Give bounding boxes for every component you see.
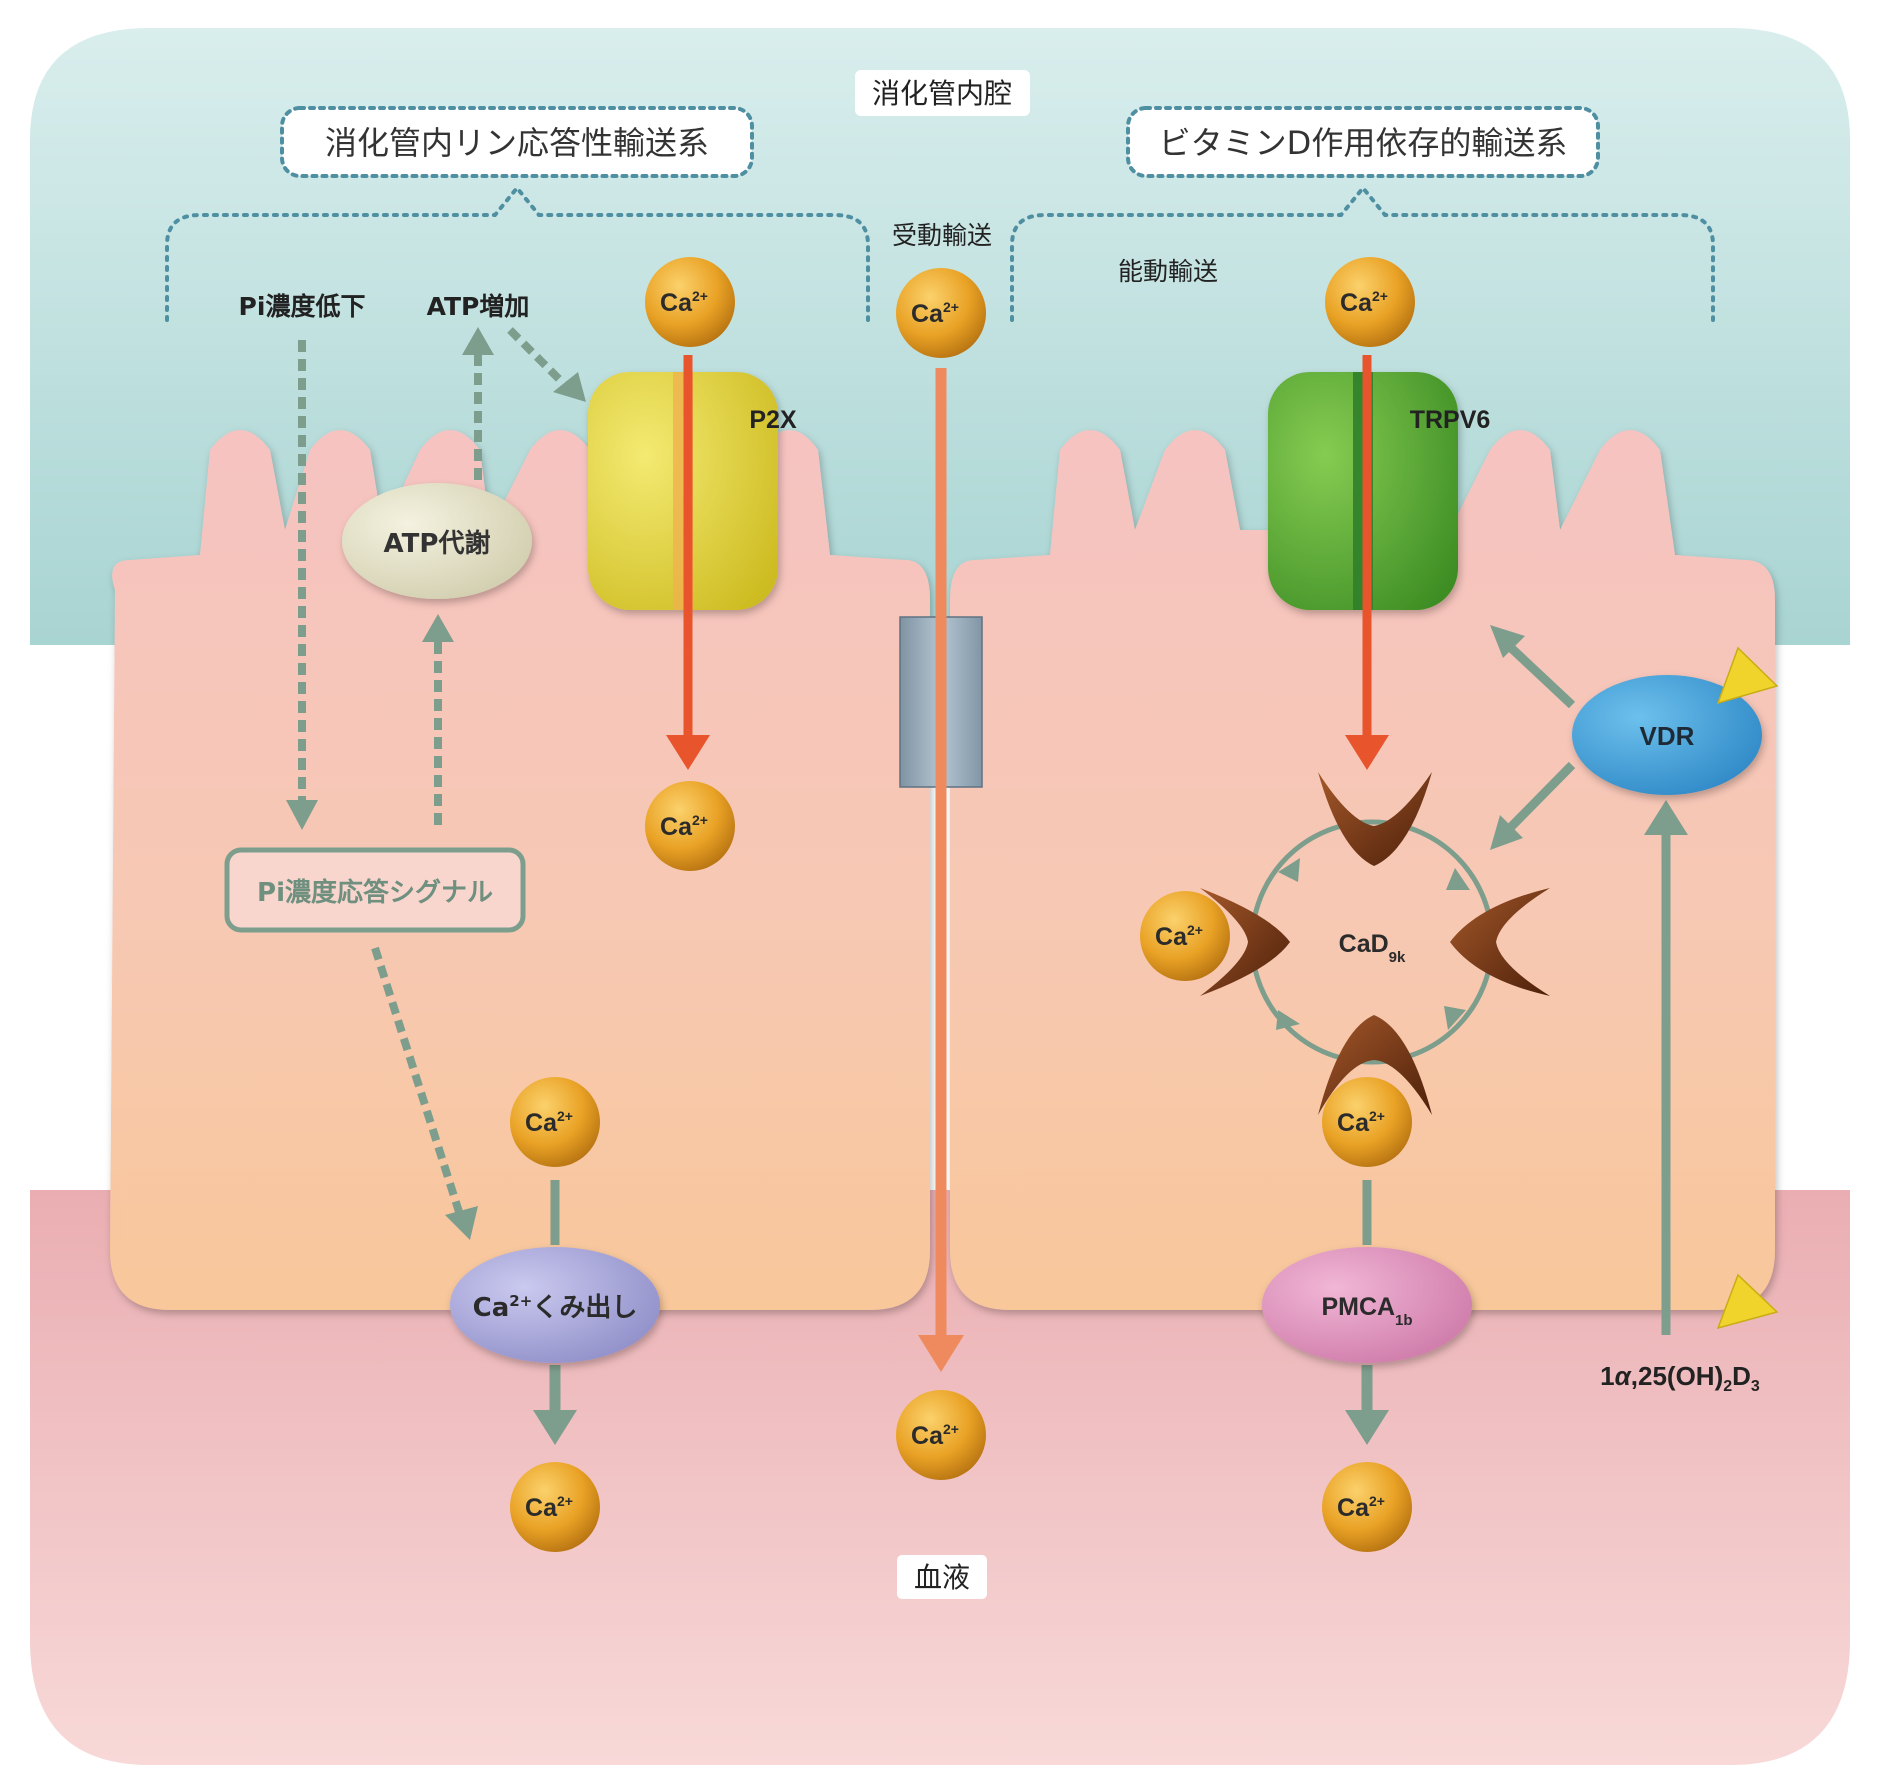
svg-text:消化管内リン応答性輸送系: 消化管内リン応答性輸送系 bbox=[325, 124, 709, 162]
svg-text:Ca2+: Ca2+ bbox=[911, 299, 959, 328]
vitd-dependent-system-box: ビタミンD作用依存的輸送系 bbox=[1126, 106, 1600, 178]
passive-flow-arrow bbox=[918, 368, 964, 1372]
atp-metabolism: ATP代謝 bbox=[342, 483, 532, 599]
svg-text:PMCA1b: PMCA1b bbox=[1321, 1293, 1412, 1329]
ca-ion: Ca2+ bbox=[1322, 1077, 1412, 1167]
lumen-label: 消化管内腔 bbox=[855, 70, 1030, 116]
svg-text:Ca2+: Ca2+ bbox=[1337, 1493, 1385, 1522]
svg-text:Ca2+: Ca2+ bbox=[660, 288, 708, 317]
ligand-triangle-hormone bbox=[1716, 1273, 1779, 1330]
cad9k-label: CaD9k bbox=[1339, 930, 1406, 966]
vdr-arrows bbox=[1504, 641, 1671, 1335]
ca-pump: Ca2+くみ出し bbox=[450, 1247, 660, 1363]
ca-ion: Ca2+ bbox=[896, 268, 986, 358]
vdr: VDR bbox=[1572, 675, 1762, 795]
calcium-ions: Ca2+ Ca2+ Ca2+ Ca2+ Ca2+ Ca2+ Ca2+ Ca2+ … bbox=[510, 257, 1415, 1552]
signal-to-pump-arrow bbox=[371, 946, 464, 1217]
active-transport-label: 能動輸送 bbox=[1118, 257, 1218, 286]
left-pump-arrows bbox=[533, 1180, 577, 1445]
cad-top bbox=[1318, 772, 1432, 866]
blood-label: 血液 bbox=[897, 1555, 987, 1599]
passive-transport-label: 受動輸送 bbox=[892, 221, 992, 250]
svg-text:Ca2+: Ca2+ bbox=[1337, 1108, 1385, 1137]
ca-ion: Ca2+ bbox=[510, 1077, 600, 1167]
atp-increase-label: ATP増加 bbox=[427, 292, 530, 321]
hormone-label: 1α,25(OH)2D3 bbox=[1600, 1361, 1760, 1395]
svg-text:Ca2+: Ca2+ bbox=[911, 1421, 959, 1450]
right-cell bbox=[950, 430, 1775, 1310]
braces bbox=[165, 184, 1715, 322]
ca-ion: Ca2+ bbox=[1322, 1462, 1412, 1552]
atp-to-p2x-arrow bbox=[507, 327, 568, 388]
cad-bottom bbox=[1318, 1015, 1432, 1115]
svg-text:Ca2+: Ca2+ bbox=[525, 1108, 573, 1137]
left-signal-arrowheads bbox=[286, 327, 586, 1240]
left-brace bbox=[165, 184, 870, 322]
svg-text:Ca2+: Ca2+ bbox=[660, 812, 708, 841]
right-brace bbox=[1010, 184, 1715, 322]
trpv6-flow-arrow bbox=[1345, 355, 1389, 770]
trpv6-channel: TRPV6 bbox=[1268, 372, 1490, 610]
trpv6-label: TRPV6 bbox=[1410, 406, 1491, 434]
ca-ion: Ca2+ bbox=[896, 1390, 986, 1480]
left-signal-arrows bbox=[298, 327, 568, 1217]
svg-text:ATP代謝: ATP代謝 bbox=[384, 528, 491, 559]
cad-right bbox=[1450, 888, 1550, 996]
pmca-arrows bbox=[1345, 1180, 1389, 1445]
svg-text:消化管内腔: 消化管内腔 bbox=[872, 77, 1012, 110]
svg-text:血液: 血液 bbox=[914, 1561, 970, 1594]
vdr-arrowheads bbox=[1490, 625, 1688, 850]
svg-text:Ca2+: Ca2+ bbox=[1155, 922, 1203, 951]
svg-text:Ca2+: Ca2+ bbox=[525, 1493, 573, 1522]
ca-ion: Ca2+ bbox=[1325, 257, 1415, 347]
ca-ion: Ca2+ bbox=[510, 1462, 600, 1552]
svg-text:Ca2+くみ出し: Ca2+くみ出し bbox=[473, 1292, 638, 1323]
p2x-label: P2X bbox=[749, 406, 797, 434]
svg-text:ビタミンD作用依存的輸送系: ビタミンD作用依存的輸送系 bbox=[1159, 124, 1568, 162]
vdr-to-cad-arrow bbox=[1504, 761, 1576, 834]
svg-text:Pi濃度応答シグナル: Pi濃度応答シグナル bbox=[257, 877, 493, 908]
ligand-triangle-vdr bbox=[1716, 646, 1779, 705]
ca-ion: Ca2+ bbox=[1140, 891, 1230, 981]
ca-ion: Ca2+ bbox=[645, 781, 735, 871]
svg-text:VDR: VDR bbox=[1640, 721, 1695, 751]
svg-text:Ca2+: Ca2+ bbox=[1340, 288, 1388, 317]
p2x-flow-arrow bbox=[666, 355, 710, 770]
pi-decrease-label: Pi濃度低下 bbox=[239, 292, 366, 321]
pi-responsive-system-box: 消化管内リン応答性輸送系 bbox=[280, 106, 754, 178]
ca-ion: Ca2+ bbox=[645, 257, 735, 347]
cad-left bbox=[1200, 888, 1290, 996]
pmca-pump: PMCA1b bbox=[1262, 1247, 1472, 1363]
vdr-to-trpv6-arrow bbox=[1504, 641, 1576, 709]
pi-signal-box: Pi濃度応答シグナル bbox=[224, 847, 526, 933]
cad9k-protein bbox=[1200, 772, 1550, 1115]
